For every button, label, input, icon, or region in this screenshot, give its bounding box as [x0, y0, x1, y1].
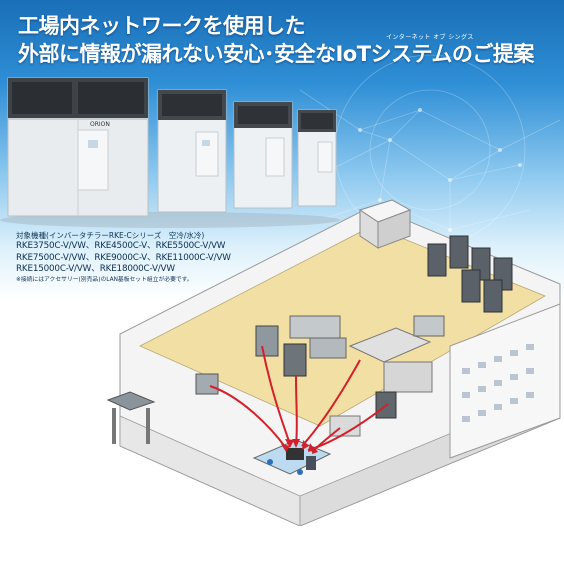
iot-ruby-text: インターネット オブ シングス — [386, 34, 474, 41]
rooftop-unit — [358, 199, 412, 249]
factory-illustration — [106, 199, 561, 526]
chiller-units-photo: ORION — [0, 77, 340, 228]
outdoor-chiller-group — [427, 235, 513, 313]
brand-label: ORION — [90, 121, 110, 128]
chiller-unit-small — [233, 101, 293, 209]
headline-line-2: 外部に情報が漏れない安心･安全なIoTシステムのご提案 — [18, 42, 534, 66]
target-models-title: 対象機種(インバータチラーRKE-Cシリーズ 空冷/水冷) — [16, 231, 205, 240]
chiller-unit-medium — [157, 89, 227, 213]
production-machines — [195, 315, 445, 437]
connection-note: ※接続にはアクセサリー(別売品)のLAN基板セット組立が必要です。 — [16, 276, 193, 283]
model-line-1: RKE3750C-V/VW、RKE4500C-V、RKE5500C-V/VW — [16, 241, 226, 251]
chiller-unit-large: ORION — [7, 77, 149, 217]
target-models-box: 対象機種(インバータチラーRKE-Cシリーズ 空冷/水冷) RKE3750C-V… — [16, 230, 316, 285]
model-line-2: RKE7500C-V/VW、RKE9000C-V、RKE11000C-V/VW — [16, 252, 231, 263]
chiller-unit-smallest — [297, 109, 337, 207]
model-line-3: RKE15000C-V/VW、RKE18000C-V/VW — [16, 264, 175, 274]
entrance-canopy — [106, 391, 156, 444]
arrow-heads — [281, 439, 318, 454]
data-signal-arrows — [209, 345, 389, 453]
headline-line-1: 工場内ネットワークを使用した — [18, 14, 306, 38]
